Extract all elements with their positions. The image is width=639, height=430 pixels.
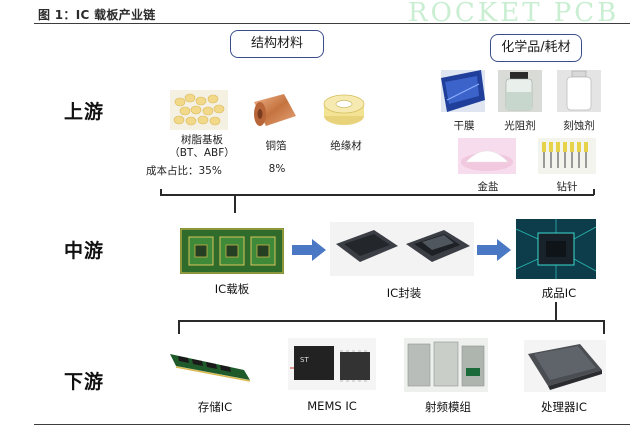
drill-bits-image [538, 138, 596, 174]
dry-film-roll-image [441, 70, 485, 112]
title-rule [34, 23, 630, 24]
upstream-bracket-line [160, 194, 594, 196]
label-resin: 树脂基板 [181, 134, 223, 146]
label-photoresist: 光阻剂 [504, 120, 536, 132]
label-copper-foil: 铜箔 [265, 140, 287, 152]
figure-title: 图 1：IC 载板产业链 [38, 8, 156, 22]
finished-ic-chip-image [516, 219, 596, 279]
downstream-bracket-left [178, 320, 180, 334]
label-finished-ic: 成品IC [541, 286, 577, 300]
category-chemicals-consumables: 化学品/耗材 [490, 34, 582, 62]
category-structural-materials: 结构材料 [230, 30, 324, 58]
label-memory-ic: 存储IC [197, 400, 233, 414]
label-ic-packaging: IC封装 [386, 286, 422, 300]
mems-chip-image: ST [288, 338, 376, 390]
label-resin-sub: （BT、ABF） [169, 147, 235, 159]
stage-midstream: 中游 [64, 240, 105, 262]
processor-chip-image [524, 340, 606, 392]
downstream-bracket-right [603, 320, 605, 334]
downstream-bracket-line [178, 320, 604, 322]
gold-salt-powder-image [458, 138, 516, 174]
label-rf-module: 射频模组 [425, 400, 471, 414]
etchant-bottle-image [557, 70, 601, 112]
label-processor-ic: 处理器IC [541, 400, 587, 414]
label-gold-salt: 金盐 [477, 181, 499, 193]
arrow-right-icon [477, 239, 511, 261]
upstream-bracket-right [593, 189, 595, 195]
cost-share-copper: 8% [268, 163, 286, 175]
stage-downstream: 下游 [64, 371, 105, 393]
insulation-tape-roll-image [323, 94, 365, 125]
cost-share-label: 成本占比：35% [146, 165, 222, 177]
label-insulation: 绝缘材 [330, 140, 362, 152]
copper-foil-roll-image [254, 94, 296, 126]
label-etchant: 刻蚀剂 [563, 120, 595, 132]
rf-module-image [404, 338, 488, 392]
bottom-rule [34, 424, 630, 425]
label-ic-substrate: IC载板 [214, 282, 250, 296]
photoresist-bottle-image [498, 70, 542, 112]
downstream-bracket-stem [555, 302, 557, 320]
label-mems-ic: MEMS IC [307, 399, 357, 413]
label-drill-bit: 钻针 [556, 181, 578, 193]
svg-text:ST: ST [300, 356, 309, 364]
stage-upstream: 上游 [64, 101, 105, 123]
upstream-bracket-stem [234, 195, 236, 213]
memory-module-image [170, 354, 251, 382]
watermark: ROCKET PCB [408, 0, 620, 28]
label-dry-film: 干膜 [453, 120, 475, 132]
ic-substrate-panel-image [180, 228, 284, 274]
resin-pellets-image [170, 90, 228, 130]
ic-package-image [330, 222, 474, 276]
arrow-right-icon [292, 239, 326, 261]
upstream-bracket-left [160, 189, 162, 195]
